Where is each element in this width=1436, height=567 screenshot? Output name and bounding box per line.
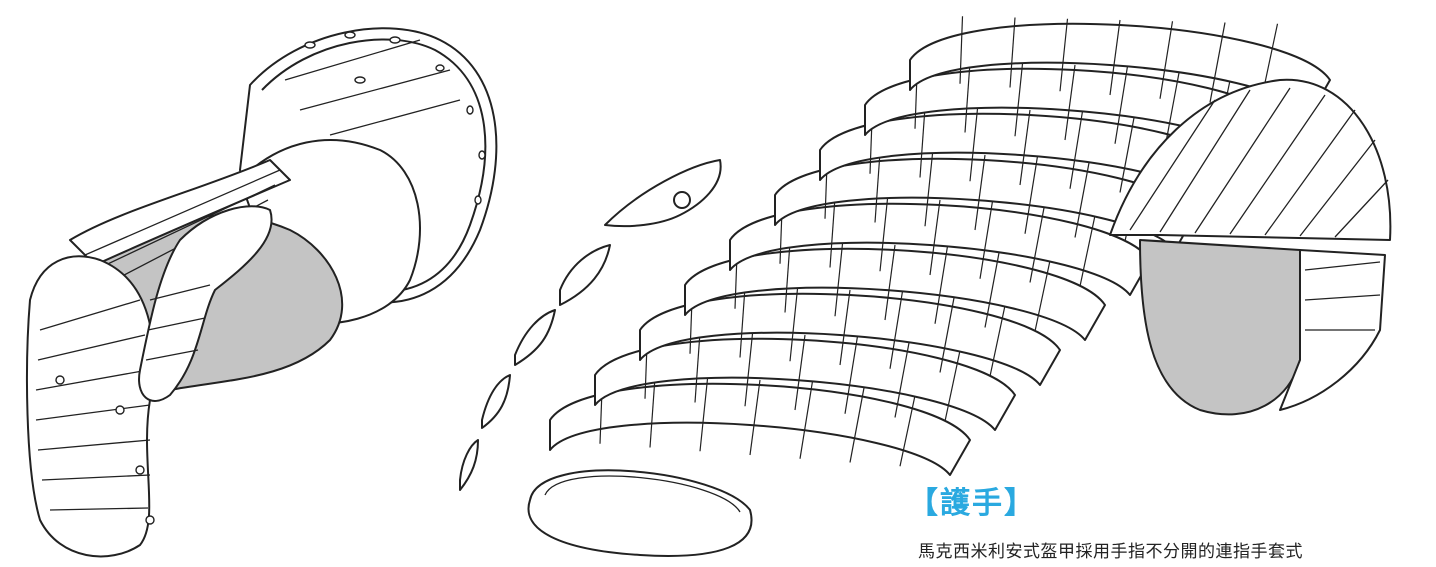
title-close-bracket: 】 (1004, 486, 1036, 521)
section-title: 【護手】 (908, 478, 1036, 522)
exploded-plates (459, 16, 1331, 557)
title-text: 護手 (940, 486, 1004, 521)
cuff-piece (1109, 78, 1392, 416)
assembled-gauntlet (26, 27, 498, 558)
title-open-bracket: 【 (908, 486, 940, 521)
finger-lame (549, 382, 971, 476)
finger-lame (594, 337, 1016, 431)
caption: 馬克西米利安式盔甲採用手指不分開的連指手套式 (918, 542, 1303, 562)
finger-lame (639, 292, 1061, 386)
finger-lame (684, 247, 1106, 341)
